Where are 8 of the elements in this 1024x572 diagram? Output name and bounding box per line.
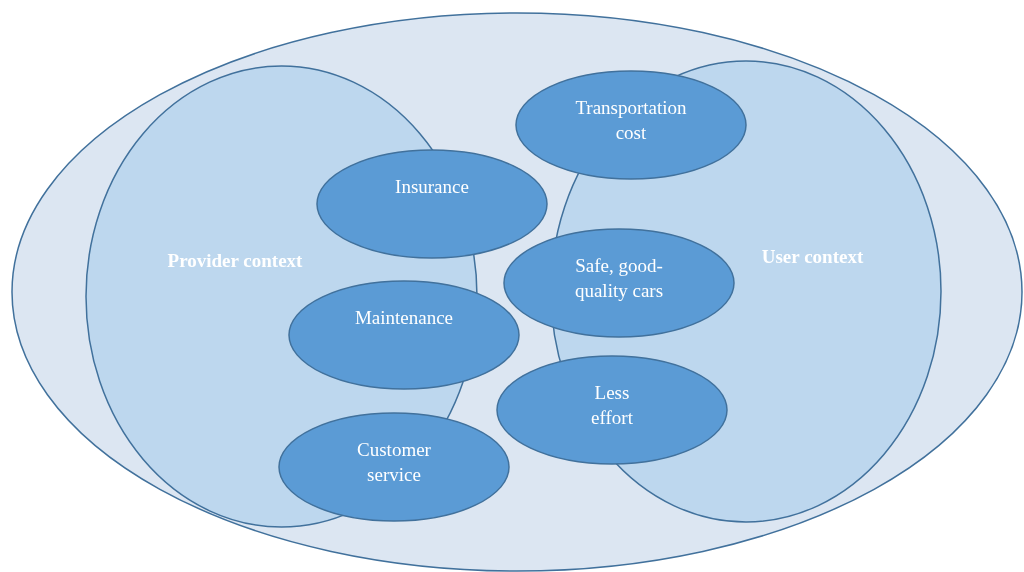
ellipse-label: User context	[760, 245, 865, 269]
ellipse-label: Safe, good-quality cars	[573, 254, 665, 303]
ellipse-label: Less effort	[590, 381, 634, 430]
ellipse-label: Customer service	[356, 438, 432, 487]
ellipse-label: Maintenance	[353, 306, 455, 330]
ellipse-label: Insurance	[394, 175, 470, 199]
ellipse-label: Transportation cost	[574, 96, 688, 145]
ellipse-label: Provider context	[166, 249, 304, 273]
